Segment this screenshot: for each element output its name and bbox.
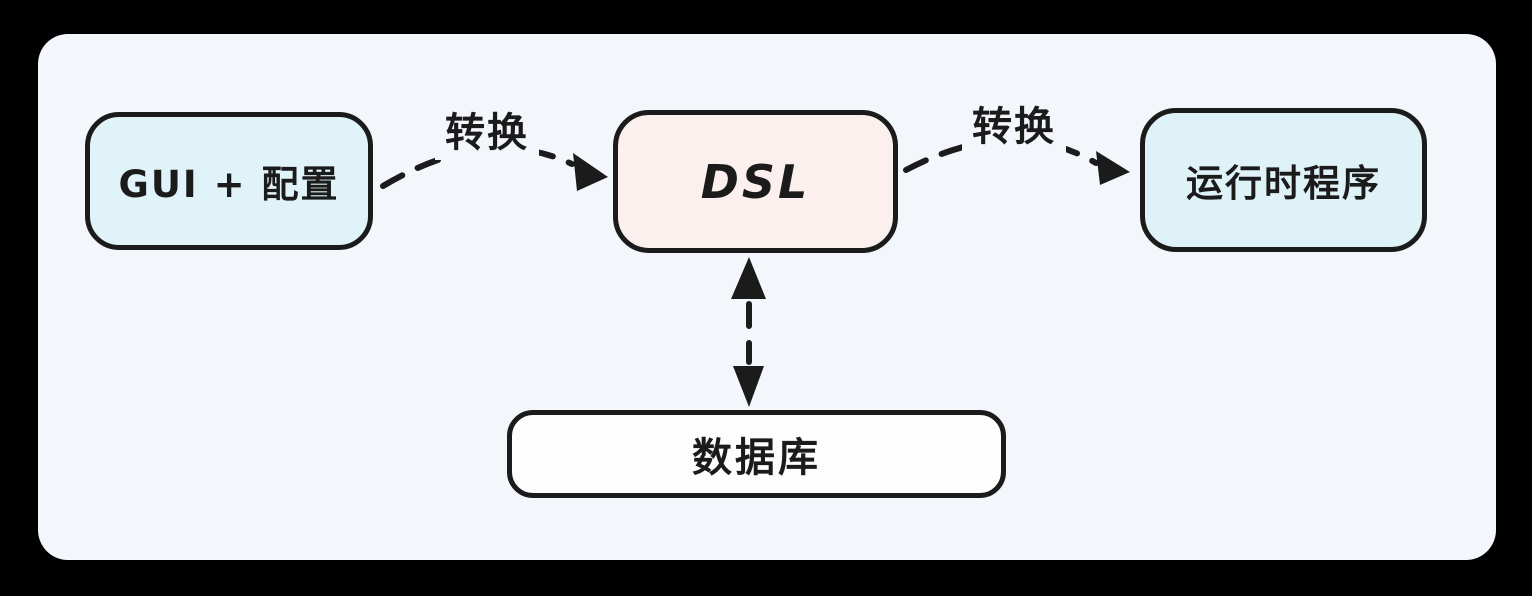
node-runtime-program: 运行时程序 — [1140, 108, 1427, 252]
node-dsl-label: DSL — [700, 154, 811, 209]
node-gui-config: GUI + 配置 — [85, 112, 373, 250]
edge-label-gui-to-dsl: 转换 — [435, 98, 539, 160]
node-database: 数据库 — [507, 410, 1006, 498]
edge-label-dsl-to-runtime: 转换 — [962, 92, 1066, 154]
node-gui-config-label: GUI + 配置 — [118, 163, 340, 206]
node-dsl: DSL — [613, 110, 898, 253]
node-runtime-program-label: 运行时程序 — [1186, 162, 1381, 205]
node-database-label: 数据库 — [692, 435, 821, 481]
